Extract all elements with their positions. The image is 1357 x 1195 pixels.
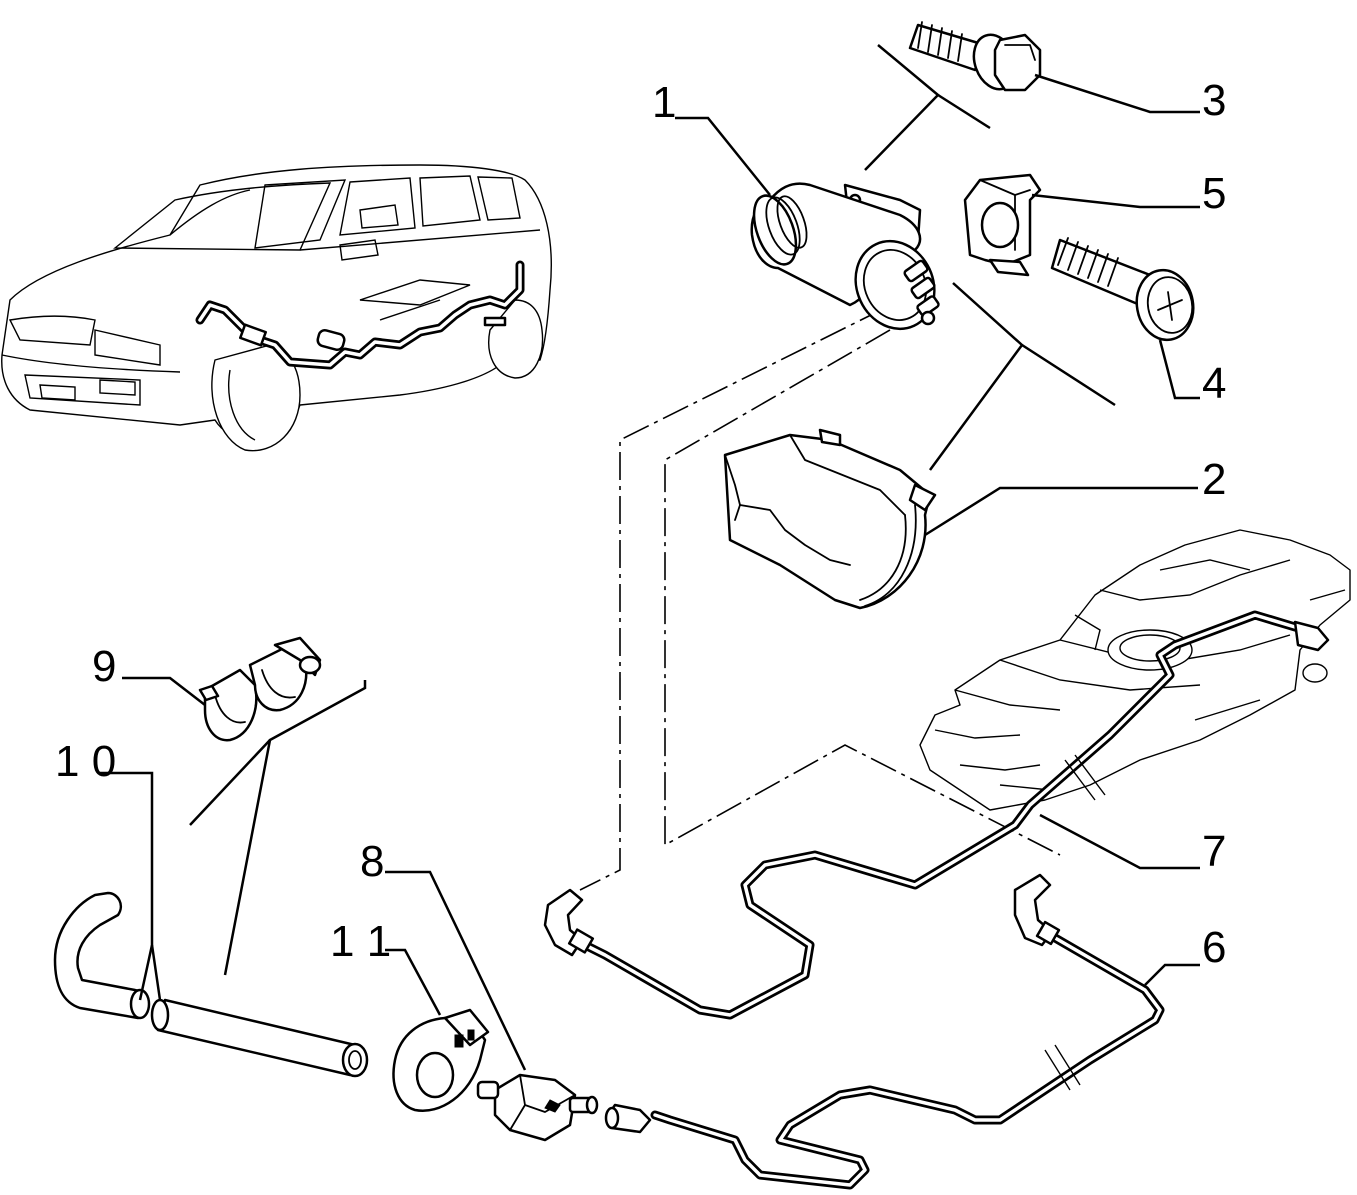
callout-6: 6 bbox=[1202, 923, 1226, 972]
callout-1: 1 bbox=[652, 78, 676, 127]
valve-bracket bbox=[392, 1008, 490, 1113]
callout-7: 7 bbox=[1202, 827, 1226, 876]
hose-clip bbox=[198, 636, 322, 742]
flange-bolt bbox=[908, 21, 1042, 92]
callout-5: 5 bbox=[1202, 169, 1226, 218]
canister bbox=[750, 182, 940, 331]
explode-guides bbox=[189, 44, 1116, 976]
callout-10: 1 0 bbox=[55, 737, 116, 786]
pipe-rear bbox=[604, 873, 1165, 1190]
connection-dashes bbox=[579, 307, 1061, 891]
callout-2: 2 bbox=[1202, 455, 1226, 504]
callout-4: 4 bbox=[1202, 359, 1226, 408]
screw bbox=[1050, 237, 1195, 342]
fuel-tank bbox=[919, 529, 1351, 811]
callout-8: 8 bbox=[360, 837, 384, 886]
valve bbox=[476, 1073, 599, 1142]
hose bbox=[53, 891, 369, 1078]
pipe-front bbox=[543, 610, 1330, 1020]
callout-labels: 1 2 3 4 5 6 7 8 9 1 0 1 1 bbox=[55, 76, 1226, 972]
vehicle-overview bbox=[1, 164, 552, 452]
clip-nut bbox=[963, 173, 1042, 277]
callout-9: 9 bbox=[92, 642, 116, 691]
canister-cover bbox=[723, 428, 937, 610]
callout-11: 1 1 bbox=[330, 917, 391, 966]
callout-leaders bbox=[100, 73, 1200, 1071]
callout-3: 3 bbox=[1202, 76, 1226, 125]
